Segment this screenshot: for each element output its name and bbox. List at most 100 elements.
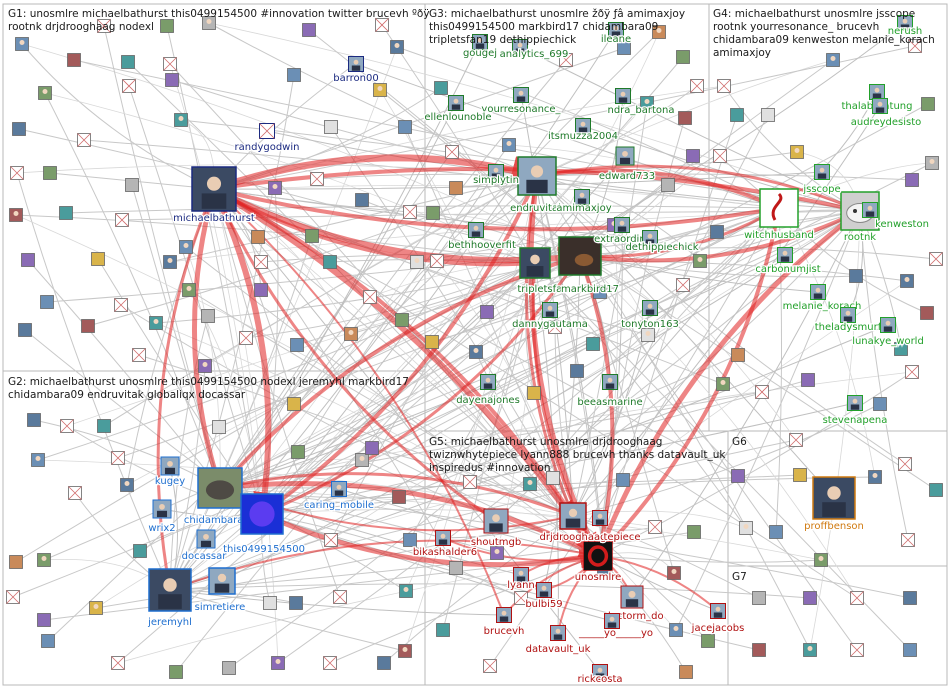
node-lunakye-world[interactable]: lunakye_world	[851, 317, 925, 348]
node-avatar[interactable]	[324, 533, 338, 547]
node-theladysmurf[interactable]: theladysmurf	[813, 307, 883, 334]
node-avatar[interactable]	[198, 359, 212, 373]
node-stevenapena[interactable]: stevenapena	[821, 395, 889, 427]
node-avatar[interactable]	[480, 305, 494, 319]
node-avatar[interactable]	[179, 240, 193, 254]
node-avatar[interactable]	[77, 133, 91, 147]
node-avatar[interactable]	[463, 475, 477, 489]
node-avatar[interactable]	[375, 18, 389, 32]
node-avatar[interactable]	[769, 525, 783, 539]
node-wrix2[interactable]: wrix2	[147, 499, 177, 535]
node-avatar[interactable]	[761, 108, 775, 122]
node-avatar[interactable]	[667, 566, 681, 580]
node-avatar[interactable]	[903, 643, 917, 657]
node-avatar[interactable]	[641, 328, 655, 342]
node-avatar[interactable]	[652, 25, 666, 39]
node-avatar[interactable]	[363, 290, 377, 304]
node-dayenajones[interactable]: dayenajones	[455, 374, 521, 407]
node-avatar[interactable]	[377, 656, 391, 670]
node-avatar[interactable]	[114, 298, 128, 312]
node-avatar[interactable]	[850, 643, 864, 657]
node-bulbi59[interactable]: bulbi59	[524, 582, 564, 611]
node-avatar[interactable]	[710, 225, 724, 239]
node-avatar[interactable]	[403, 205, 417, 219]
node-avatar[interactable]	[908, 39, 922, 53]
node-jacejacobs[interactable]: jacejacobs	[689, 603, 746, 635]
node-avatar[interactable]	[686, 149, 700, 163]
node-avatar[interactable]	[81, 319, 95, 333]
node-docassar[interactable]: docassar	[180, 529, 229, 563]
node-yourresonance[interactable]: yourresonance_	[480, 87, 563, 116]
node-avatar[interactable]	[165, 73, 179, 87]
node-avatar[interactable]	[676, 50, 690, 64]
node-avatar[interactable]	[716, 377, 730, 391]
node-avatar[interactable]	[97, 19, 111, 33]
node-avatar[interactable]	[97, 419, 111, 433]
node-avatar[interactable]	[905, 173, 919, 187]
node-avatar[interactable]	[410, 255, 424, 269]
node-avatar[interactable]	[900, 274, 914, 288]
node-avatar[interactable]	[436, 623, 450, 637]
node-avatar[interactable]	[426, 206, 440, 220]
node-avatar[interactable]	[730, 108, 744, 122]
node-chidambara09[interactable]: chidambara09	[183, 467, 257, 527]
node-carbonumjist[interactable]: carbonumjist	[754, 247, 822, 276]
node-avatar[interactable]	[201, 309, 215, 323]
node-avatar[interactable]	[268, 181, 282, 195]
node-avatar[interactable]	[527, 386, 541, 400]
node-avatar[interactable]	[669, 623, 683, 637]
node-avatar[interactable]	[898, 457, 912, 471]
node-avatar[interactable]	[9, 555, 23, 569]
node-kenweston[interactable]: kenweston	[862, 202, 930, 231]
node-itsmuzza2004[interactable]: itsmuzza2004	[547, 118, 619, 143]
node-gougej[interactable]: gougej	[462, 34, 498, 60]
node-barron00[interactable]: barron00	[332, 56, 380, 85]
node-avatar[interactable]	[6, 590, 20, 604]
node-ileane[interactable]: ileane	[600, 22, 632, 46]
node-avatar[interactable]	[111, 451, 125, 465]
node-avatar[interactable]	[310, 172, 324, 186]
node-avatar[interactable]	[929, 252, 943, 266]
node-avatar[interactable]	[344, 327, 358, 341]
node-avatar[interactable]	[713, 149, 727, 163]
node-avatar[interactable]	[679, 665, 693, 679]
node-avatar[interactable]	[67, 53, 81, 67]
node-avatar[interactable]	[202, 16, 216, 30]
node-avatar[interactable]	[546, 471, 560, 485]
node-avatar[interactable]	[868, 470, 882, 484]
node-endruvitak[interactable]: endruvitak	[509, 156, 565, 215]
node-avatar[interactable]	[449, 561, 463, 575]
node-avatar[interactable]	[149, 316, 163, 330]
node-avatar[interactable]	[731, 469, 745, 483]
node-avatar[interactable]	[925, 156, 939, 170]
node-avatar[interactable]	[616, 473, 630, 487]
node-avatar[interactable]	[617, 41, 631, 55]
node-avatar[interactable]	[430, 254, 444, 268]
node-avatar[interactable]	[731, 348, 745, 362]
node-avatar[interactable]	[395, 313, 409, 327]
node-avatar[interactable]	[9, 208, 23, 222]
node-avatar[interactable]	[115, 213, 129, 227]
node-avatar[interactable]	[678, 111, 692, 125]
node-avatar[interactable]	[291, 445, 305, 459]
node-avatar[interactable]	[676, 278, 690, 292]
node-avatar[interactable]	[133, 544, 147, 558]
node-nerush[interactable]: nerush	[887, 15, 924, 38]
node-avatar[interactable]	[661, 178, 675, 192]
node-avatar[interactable]	[27, 413, 41, 427]
node-bethhooverfit[interactable]: bethhooverfit	[447, 222, 517, 252]
node-avatar[interactable]	[640, 96, 654, 110]
node-avatar[interactable]	[15, 37, 29, 51]
node-extraordinary[interactable]: extraordinar	[593, 217, 658, 246]
node-avatar[interactable]	[873, 397, 887, 411]
node-avatar[interactable]	[251, 230, 265, 244]
node-avatar[interactable]	[849, 269, 863, 283]
node-avatar[interactable]	[31, 453, 45, 467]
node-avatar[interactable]	[38, 86, 52, 100]
node-avatar[interactable]	[929, 483, 943, 497]
node-ellenlounoble[interactable]: ellenlounoble	[423, 95, 493, 124]
node-avatar[interactable]	[18, 323, 32, 337]
node-avatar[interactable]	[60, 419, 74, 433]
node-avatar[interactable]	[752, 643, 766, 657]
node-avatar[interactable]	[570, 364, 584, 378]
